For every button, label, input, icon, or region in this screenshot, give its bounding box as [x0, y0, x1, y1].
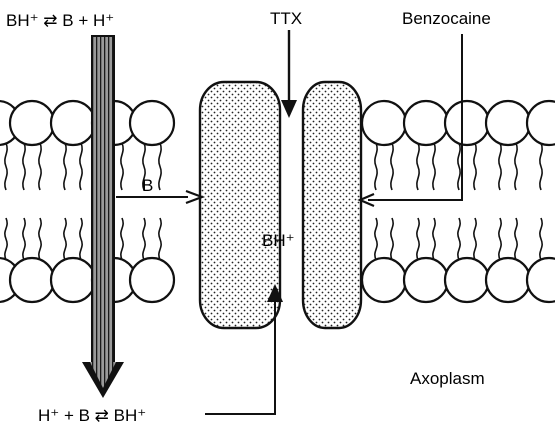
lipid-tail [499, 143, 501, 190]
ttx-arrow-head [281, 100, 297, 118]
lipid-tail [458, 143, 460, 190]
lipid-head [130, 258, 174, 302]
lipid-tail [64, 143, 66, 190]
lipid-tail [39, 143, 41, 190]
lipid-tail [474, 218, 476, 260]
lipid-tail [159, 218, 161, 260]
lipid-heads-right [362, 101, 555, 302]
lipid-tail [417, 218, 419, 260]
equilibrium-top-label: BH⁺ ⇄ B + H⁺ [6, 11, 114, 30]
lipid-tail [80, 143, 82, 190]
lipid-tail [121, 218, 123, 260]
lipid-tail [515, 143, 517, 190]
lipid-tail [5, 143, 7, 190]
lipid-tail [143, 218, 145, 260]
lipid-tail [391, 143, 393, 190]
lipid-head [445, 258, 489, 302]
lipid-tail [23, 218, 25, 260]
channel-protein-left [200, 82, 280, 328]
lipid-head [130, 101, 174, 145]
equilibrium-bottom-label: H⁺ + B ⇄ BH⁺ [38, 406, 146, 425]
bh-channel-label: BH⁺ [262, 231, 295, 250]
lipid-head [445, 101, 489, 145]
lipid-tail [515, 218, 517, 260]
lipid-tail [5, 218, 7, 260]
lipid-tail [121, 143, 123, 190]
lipid-head [527, 101, 555, 145]
lipid-head [486, 258, 530, 302]
benzocaine-label: Benzocaine [402, 9, 491, 28]
lipid-tail [23, 143, 25, 190]
lipid-head [404, 258, 448, 302]
diffusion-arrow [82, 36, 124, 398]
lipid-head [51, 101, 95, 145]
lipid-tails-right [375, 143, 555, 260]
lipid-tail [80, 218, 82, 260]
lipid-tail [540, 143, 542, 190]
ttx-label: TTX [270, 9, 302, 28]
lipid-head [362, 101, 406, 145]
lipid-tail [417, 143, 419, 190]
channel-protein-right [303, 82, 361, 328]
lipid-heads-left [0, 101, 174, 302]
axoplasm-label: Axoplasm [410, 369, 485, 388]
lipid-head [404, 101, 448, 145]
lipid-head [486, 101, 530, 145]
lipid-tail [474, 143, 476, 190]
lipid-tail [458, 218, 460, 260]
lipid-tail [375, 218, 377, 260]
lipid-head [362, 258, 406, 302]
lipid-head [10, 258, 54, 302]
lipid-tail [540, 218, 542, 260]
lipid-head [51, 258, 95, 302]
lipid-tail [375, 143, 377, 190]
lipid-tails-left [0, 143, 161, 260]
b-label: B [142, 176, 153, 195]
lipid-tail [39, 218, 41, 260]
lipid-head [527, 258, 555, 302]
lipid-tail [433, 218, 435, 260]
lipid-tail [159, 143, 161, 190]
lipid-head [10, 101, 54, 145]
lipid-tail [64, 218, 66, 260]
lipid-tail [433, 143, 435, 190]
lipid-tail [499, 218, 501, 260]
lipid-tail [391, 218, 393, 260]
